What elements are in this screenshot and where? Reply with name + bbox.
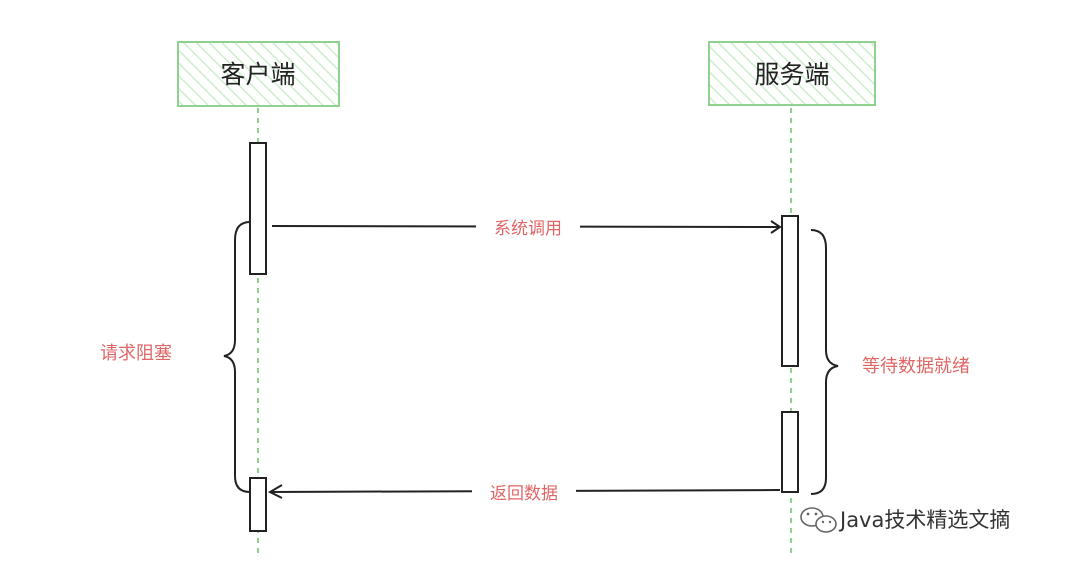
syscall-label: 系统调用 [494, 219, 562, 239]
client-activation-bar-bottom [249, 477, 267, 532]
watermark: Java技术精选文摘 [800, 507, 1010, 533]
client-activation-bar-top [249, 142, 267, 275]
participant-server-label: 服务端 [754, 60, 829, 89]
server-activation-bar-top [781, 215, 799, 367]
participant-server: 服务端 [708, 41, 876, 106]
return-data-label: 返回数据 [490, 484, 558, 504]
syscall-arrow-head [770, 220, 782, 234]
wait-data-ready-brace [810, 229, 839, 495]
server-activation-bar-bottom [781, 411, 799, 493]
wechat-icon [800, 507, 837, 533]
message-syscall: 系统调用 [271, 216, 782, 239]
message-return-data: 返回数据 [267, 481, 781, 504]
request-blocking-brace [223, 221, 251, 493]
participant-client: 客户端 [177, 41, 340, 107]
request-blocking-label: 请求阻塞 [100, 343, 172, 364]
wait-data-ready-label: 等待数据就绪 [862, 356, 970, 377]
watermark-text: Java技术精选文摘 [838, 508, 1010, 532]
return-arrow-head [267, 484, 283, 499]
participant-client-label: 客户端 [220, 60, 295, 89]
